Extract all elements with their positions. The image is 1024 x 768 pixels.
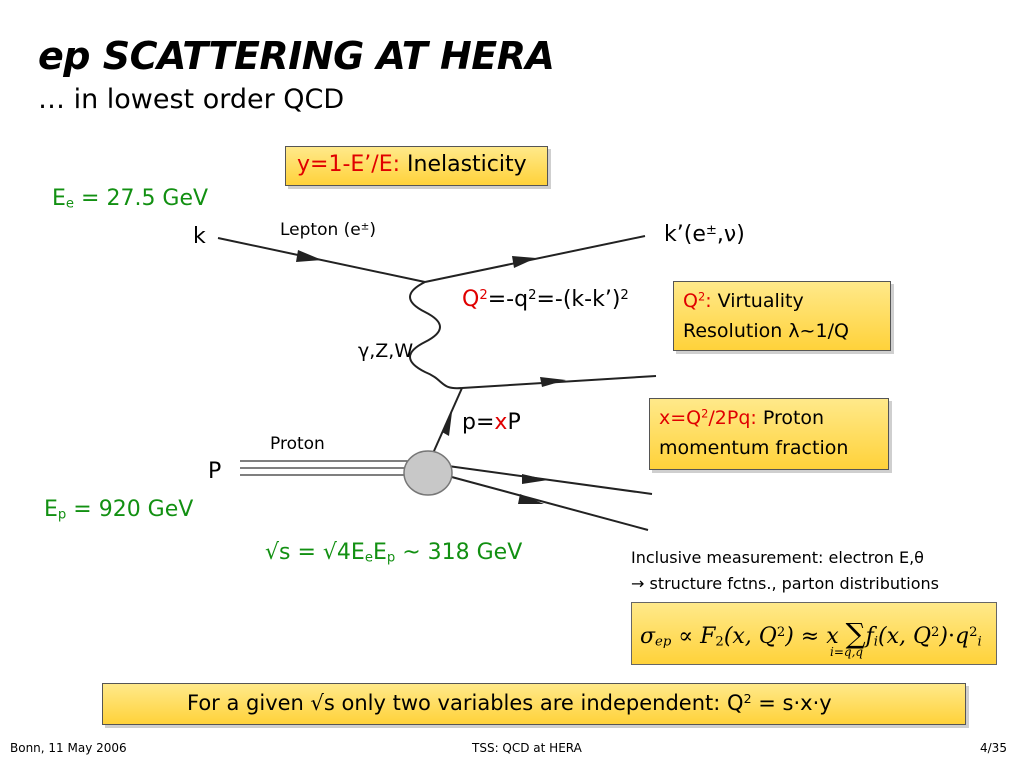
outgoing-quark-arrow xyxy=(540,377,566,387)
inelasticity-box: y=1-E’/E: Inelasticity xyxy=(285,146,548,186)
structure-function-formula: σep ∝ F2(x, Q2) ≈ x ∑fi(x, Q2)·q2i xyxy=(640,617,982,650)
sum-index: i=q,q̄ xyxy=(830,645,864,659)
inelasticity-variable: y=1-E’/E: xyxy=(297,152,401,177)
virtuality-box: Q2: Virtuality Resolution λ~1/Q xyxy=(673,281,891,351)
momentum-fraction-text: momentum fraction xyxy=(659,437,849,459)
structure-function-formula-box: σep ∝ F2(x, Q2) ≈ x ∑fi(x, Q2)·q2i i=q,q… xyxy=(631,602,997,665)
electron-energy: Ee = 27.5 GeV xyxy=(52,186,209,212)
outgoing-lepton-line xyxy=(424,235,646,283)
footer-date: Bonn, 11 May 2006 xyxy=(10,741,127,755)
remnant-line-1 xyxy=(447,465,653,495)
sum-symbol: ∑ xyxy=(845,617,866,650)
inclusive-measurement-line1: Inclusive measurement: electron E,θ xyxy=(631,548,924,567)
incoming-lepton-arrow xyxy=(296,250,322,262)
proton-label: Proton xyxy=(270,434,325,454)
outgoing-lepton-arrow xyxy=(512,256,536,268)
boson-label: γ,Z,W xyxy=(358,340,414,362)
bottom-statement-box: For a given √s only two variables are in… xyxy=(102,683,966,725)
parton-momentum-label: p=xP xyxy=(462,410,521,435)
k-prime-label: k’(e±,ν) xyxy=(664,222,745,247)
resolution-text: Resolution λ~1/Q xyxy=(683,320,849,342)
inelasticity-description: Inelasticity xyxy=(407,152,527,177)
remnant-line-2 xyxy=(447,475,649,531)
remnant-arrow-1 xyxy=(522,474,548,484)
q2-definition: Q2=-q2=-(k-k’)2 xyxy=(462,287,629,312)
page-subtitle: … in lowest order QCD xyxy=(38,84,345,115)
proton-blob xyxy=(403,450,453,496)
inclusive-measurement-line2: → structure fctns., parton distributions xyxy=(631,574,939,593)
page-title: ep SCATTERING AT HERA xyxy=(38,34,555,78)
proton-energy: Ep = 920 GeV xyxy=(44,497,194,523)
momentum-fraction-box: x=Q2/2Pq: Proton momentum fraction xyxy=(649,398,889,470)
boson-wavy-line xyxy=(409,281,463,390)
footer-title: TSS: QCD at HERA xyxy=(472,741,582,755)
lepton-label: Lepton (e±) xyxy=(280,220,376,240)
parton-arrow xyxy=(442,412,452,436)
center-of-mass-energy: √s = √4EeEp ~ 318 GeV xyxy=(265,540,523,566)
remnant-arrow-2 xyxy=(518,494,544,504)
footer-page-number: 4/35 xyxy=(980,741,1007,755)
k-label: k xyxy=(193,224,206,249)
P-label: P xyxy=(208,459,222,484)
